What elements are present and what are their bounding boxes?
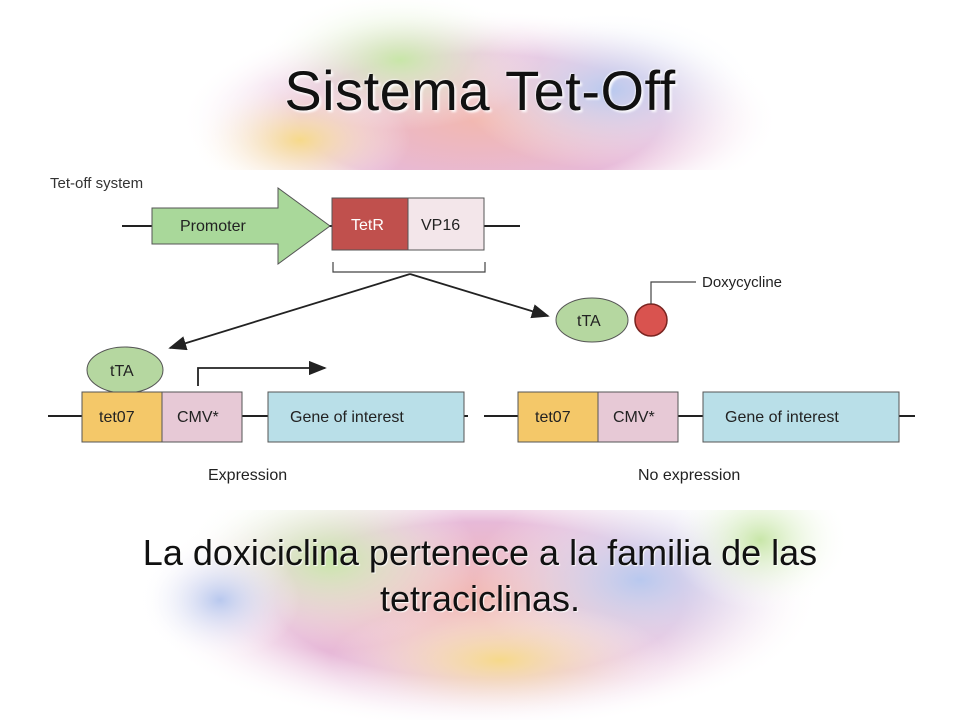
right-tet07-box [517, 391, 599, 443]
vp16-box [407, 197, 485, 251]
slide-caption: La doxiciclina pertenece a la familia de… [60, 530, 900, 622]
right-gene-box [702, 391, 900, 443]
arrow-to-doxycycline [409, 273, 550, 319]
tta-bound-label: tTA [577, 313, 601, 330]
right-gene-label: Gene of interest [725, 409, 839, 426]
tta-protein-bound [555, 297, 629, 343]
slide-title: Sistema Tet-Off [284, 59, 676, 122]
right-tet07-label: tet07 [535, 409, 571, 426]
doxycycline-molecule [634, 303, 668, 337]
doxycycline-pointer [650, 281, 696, 304]
left-gene-label: Gene of interest [290, 409, 404, 426]
tet-off-diagram: Tet-off system Promoter TetR VP16 tTA Do… [40, 170, 920, 510]
caption-line-2: tetraciclinas. [379, 578, 581, 619]
system-label: Tet-off system [50, 175, 143, 192]
no-expression-label: No expression [638, 467, 740, 484]
tetr-label: TetR [351, 217, 384, 234]
left-gene-box [267, 391, 465, 443]
caption-line-1: La doxiciclina pertenece a la familia de… [142, 532, 818, 573]
left-cmv-box [161, 391, 243, 443]
expression-label: Expression [208, 467, 287, 484]
tta-free-label: tTA [110, 363, 134, 380]
vp16-label: VP16 [421, 217, 460, 234]
left-tet07-label: tet07 [99, 409, 135, 426]
doxycycline-label: Doxycycline [702, 274, 782, 291]
promoter-arrow [151, 187, 331, 265]
right-cmv-label: CMV* [613, 409, 655, 426]
promoter-label: Promoter [180, 218, 246, 235]
arrow-to-expression [168, 273, 411, 351]
transcription-arrow [197, 360, 327, 386]
tta-bracket [332, 262, 486, 273]
right-cmv-box [597, 391, 679, 443]
left-cmv-label: CMV* [177, 409, 219, 426]
